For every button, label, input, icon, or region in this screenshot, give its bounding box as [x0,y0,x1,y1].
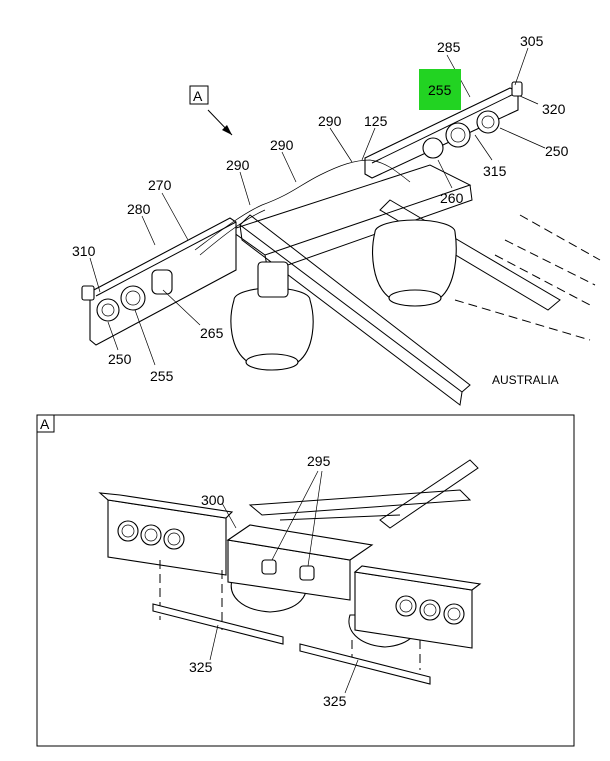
lamp-250-left [96,298,120,322]
detail-lamp-panel-left [98,492,234,576]
lamp-250-right [476,110,500,134]
callout-320: 320 [542,101,566,117]
callout-265: 265 [200,325,224,341]
detail-view-marker-box [36,414,55,433]
callout-300: 300 [201,492,225,508]
lamp-260 [422,137,444,159]
detail-view-frame [36,414,575,747]
frame-rail-right [379,199,561,311]
detail-fastener-left [261,559,277,575]
air-spring-left [230,261,314,371]
callout-305: 305 [520,33,544,49]
lamp-bracket-left [81,217,237,346]
detail-strip-325-left [152,603,284,645]
view-marker-box [189,85,209,105]
callout-325-right: 325 [323,693,347,709]
detail-lamp-panel-right [353,565,482,649]
detail-strip-325-right [299,643,431,685]
detail-assembly-drawing [98,459,482,694]
highlighted-callout-box [419,69,461,110]
lamp-255-right [445,122,471,148]
lamp-255-left [120,285,146,311]
air-spring-right [372,219,457,307]
top-assembly-drawing [81,47,601,406]
callout-270: 270 [148,177,172,193]
callout-310: 310 [72,243,96,259]
region-label: AUSTRALIA [492,373,559,387]
callout-295: 295 [307,453,331,469]
callout-325-left: 325 [189,659,213,675]
callout-290-mid: 290 [270,137,294,153]
callout-260: 260 [440,190,464,206]
callout-255-highlight: 255 [428,82,452,98]
view-marker-label: A [193,88,203,104]
callout-250-right: 250 [545,143,569,159]
detail-fastener-right [299,565,315,581]
callout-290-right: 290 [318,113,342,129]
detail-view-marker-label: A [40,416,50,432]
callout-290-left: 290 [226,157,250,173]
lamp-265 [151,269,173,295]
lamp-bracket-right [364,81,523,179]
wiring-harness [194,159,411,251]
callout-125: 125 [364,113,388,129]
callout-250-left: 250 [108,351,132,367]
callout-255-left: 255 [150,368,174,384]
callout-280: 280 [127,201,151,217]
callout-315: 315 [483,163,507,179]
callout-285: 285 [437,39,461,55]
